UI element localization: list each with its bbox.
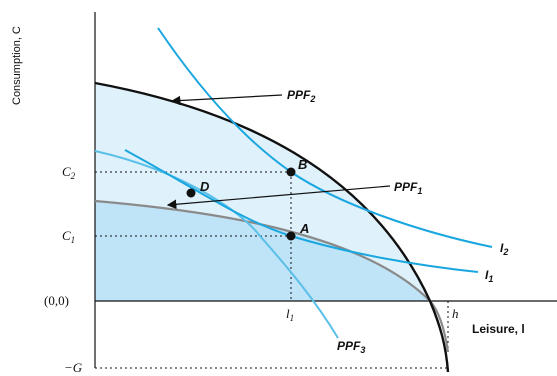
ppf1-label: PPF1	[394, 180, 422, 196]
ppf1-region	[95, 201, 430, 301]
i1-label: I1	[485, 268, 493, 284]
i2-label: I2	[500, 241, 508, 257]
point-a-label: A	[299, 221, 309, 236]
y-axis-title: Consumption, C	[11, 26, 23, 105]
tick-c2: C2	[62, 164, 76, 181]
tick-c1: C1	[62, 228, 75, 245]
point-d-dot	[186, 188, 196, 198]
tick-origin: (0,0)	[44, 293, 69, 308]
ppf3-curve	[94, 150, 339, 339]
ppf2-curve	[94, 81, 450, 373]
tick-neg-g: −G	[64, 360, 83, 375]
x-axis-title: Leisure, l	[472, 322, 525, 336]
ppf1-arrow	[166, 185, 391, 210]
point-b-label: B	[298, 157, 307, 172]
point-d-label: D	[200, 179, 210, 194]
ppf3-label: PPF3	[337, 339, 365, 355]
ppf2-arrow	[170, 94, 283, 106]
point-a-dot	[286, 231, 296, 241]
tick-l1: l1	[286, 306, 294, 323]
tick-h: h	[452, 306, 459, 321]
point-b-dot	[286, 167, 296, 177]
ppf2-label: PPF2	[287, 88, 315, 104]
